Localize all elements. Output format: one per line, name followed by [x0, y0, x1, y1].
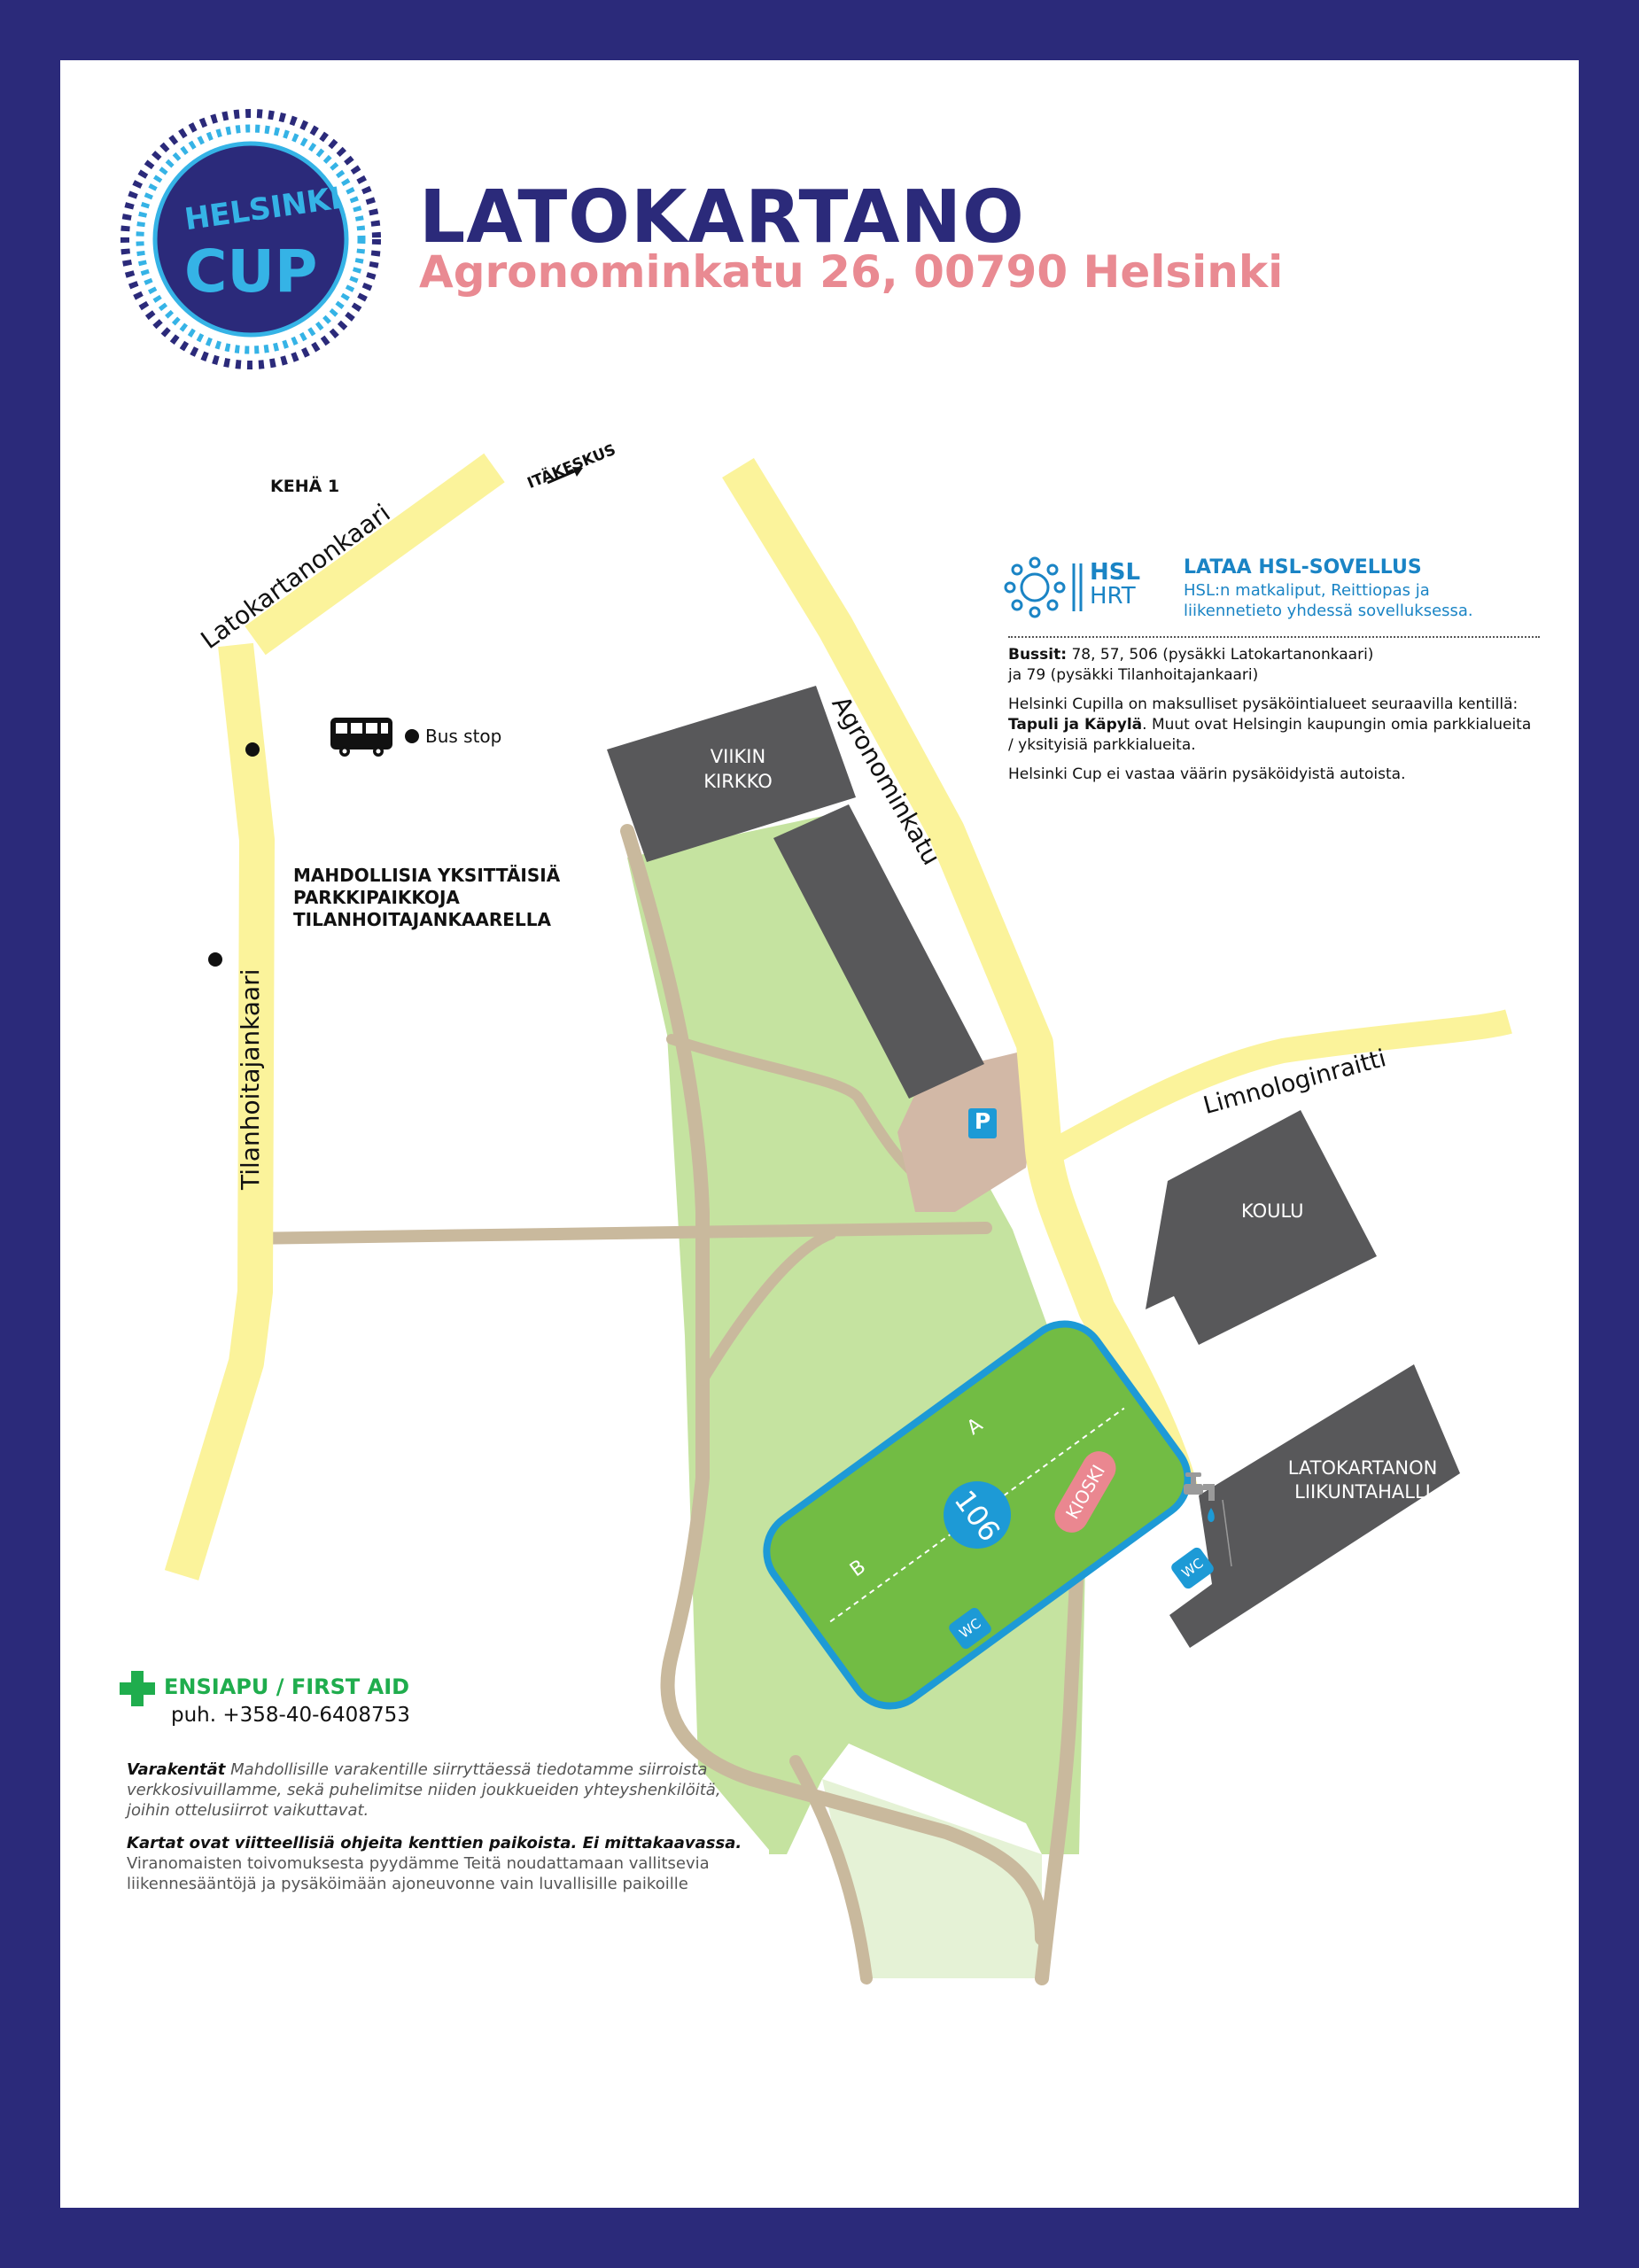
bus-stop-dot	[208, 952, 222, 967]
park-area-lower	[822, 1779, 1042, 1978]
first-aid-phone: puh. +358-40-6408753	[171, 1704, 410, 1727]
first-aid-heading: ENSIAPU / FIRST AID	[164, 1674, 410, 1699]
water-tap-icon	[1184, 1472, 1232, 1567]
parking-sign-letter: P	[974, 1108, 991, 1134]
parking-area	[897, 1052, 1035, 1212]
hsl-subtext: HSL:n matkaliput, Reittiopas ja liikenne…	[1184, 581, 1473, 620]
building-viikin-kirkko	[607, 686, 856, 862]
bus-stop-dot	[245, 742, 260, 757]
road-tilanhoitajankaari	[164, 642, 275, 1581]
dotted-divider	[1008, 636, 1540, 638]
hsl-app-icon	[1004, 556, 1066, 618]
field-number-marker	[944, 1481, 1011, 1549]
helsinki-cup-logo	[120, 109, 381, 369]
varakentat-note: Varakentät Mahdollisille varakentille si…	[127, 1760, 721, 1820]
label-parking-note: MAHDOLLISIA YKSITTÄISIÄ PARKKIPAIKKOJA T…	[293, 865, 561, 930]
label-viikin-kirkko: VIIKIN KIRKKO	[703, 746, 773, 792]
road-limnologinraitti	[1042, 1009, 1512, 1166]
bus-icon	[330, 718, 392, 757]
map-poster: HELSINKI CUP LATOKARTANO Agronominkatu 2…	[60, 60, 1579, 2208]
label-liikuntahalli: LATOKARTANON LIIKUNTAHALLI	[1287, 1457, 1438, 1503]
first-aid-cross-icon	[120, 1671, 155, 1706]
logo-text-cup: CUP	[184, 237, 318, 306]
label-tilanhoitajankaari: Tilanhoitajankaari	[236, 968, 265, 1190]
parking-sign-icon	[968, 1108, 997, 1138]
label-koulu: KOULU	[1241, 1200, 1304, 1222]
transport-info: Bussit: 78, 57, 506 (pysäkki Latokartano…	[1008, 627, 1540, 794]
hsl-brand: HSL HRT	[1090, 559, 1141, 610]
label-bus-stop: Bus stop	[425, 726, 502, 747]
maps-note: Kartat ovat viitteellisiä ohjeita kentti…	[127, 1834, 742, 1893]
venue-address: Agronominkatu 26, 00790 Helsinki	[419, 246, 1284, 298]
bus-lines-info: Bussit: 78, 57, 506 (pysäkki Latokartano…	[1008, 646, 1374, 684]
footer-notes: Varakentät Mahdollisille varakentille si…	[127, 1759, 765, 1907]
hsl-divider	[1072, 563, 1083, 611]
wc-badge-hall	[1171, 1547, 1214, 1589]
hsl-heading: LATAA HSL-SOVELLUS	[1184, 556, 1422, 579]
parking-disclaimer: Helsinki Cup ei vastaa väärin pysäköidyi…	[1008, 765, 1406, 783]
building-liikuntahalli	[1169, 1364, 1460, 1648]
kiosk-badge	[1054, 1451, 1116, 1533]
wc-badge-field	[949, 1607, 991, 1650]
building-long	[773, 804, 984, 1099]
page-title: LATOKARTANO	[419, 175, 1025, 260]
label-keha-1: KEHÄ 1	[270, 477, 340, 496]
building-koulu	[1146, 1110, 1377, 1345]
direction-arrow-icon	[547, 467, 583, 485]
footpaths	[238, 824, 1091, 1985]
bus-stop-legend-dot	[405, 729, 419, 743]
road-latokartanonkaari	[245, 453, 505, 656]
venue-map	[120, 109, 1512, 1985]
buildings	[607, 686, 1460, 1648]
parking-info: Helsinki Cupilla on maksulliset pysäköin…	[1008, 695, 1532, 754]
